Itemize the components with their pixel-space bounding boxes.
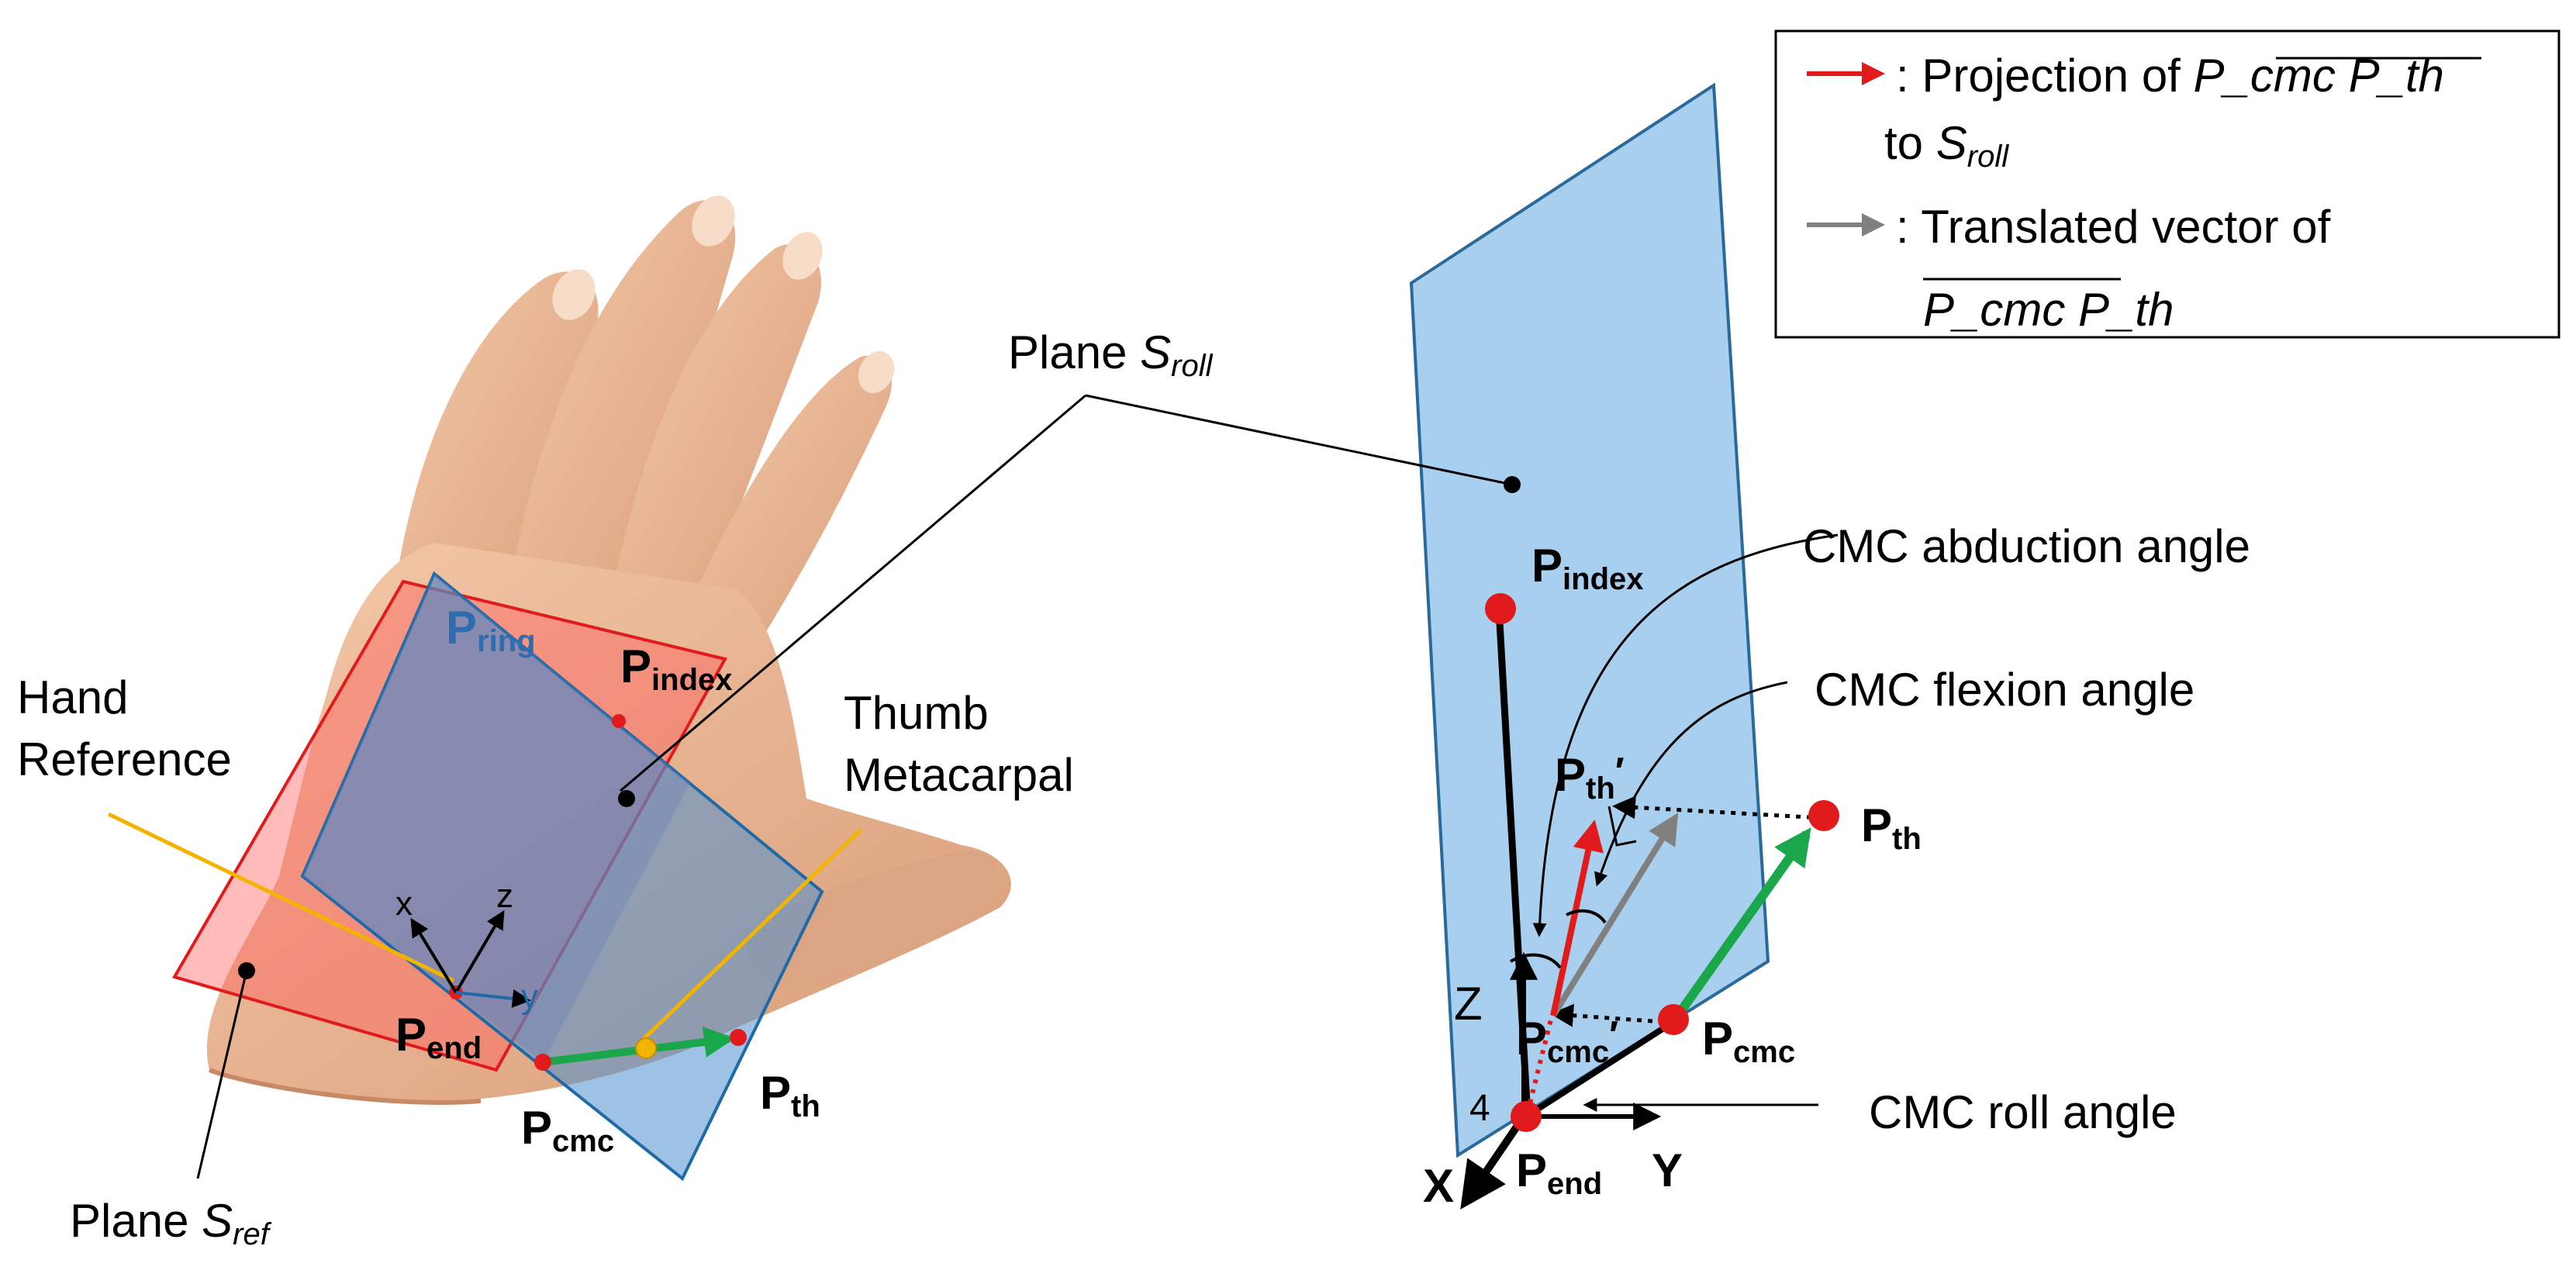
p-cmc-label-left: Pcmc xyxy=(521,1102,614,1158)
z-axis-label-left: z xyxy=(496,877,513,915)
legend-pcmc-pth-2: P_cmc P_th xyxy=(1923,284,2174,336)
thumb-metacarpal-leader xyxy=(642,828,862,1041)
plane-sroll-right xyxy=(1409,82,1770,1158)
p-cmc-dot-left xyxy=(534,1054,551,1071)
x-axis-label-left: x xyxy=(395,885,413,923)
y-axis-label-right: Y xyxy=(1652,1144,1683,1196)
p-cmc-label-right: Pcmc xyxy=(1702,1013,1795,1069)
hand-reference-label-2: Reference xyxy=(17,733,232,785)
pcmc-projection-dotted xyxy=(1550,1003,1664,1027)
p-th-dot-right xyxy=(1808,800,1839,831)
p-index-label-left: Pindex xyxy=(620,640,733,697)
plane-sroll-label: Plane Sroll xyxy=(1008,326,1214,383)
p-th-dot-left xyxy=(730,1029,747,1046)
abduction-angle-leader xyxy=(1532,533,1839,937)
sref-leader xyxy=(196,970,248,1179)
sref-dot xyxy=(238,962,255,979)
cmc-abduction-label: CMC abduction angle xyxy=(1803,520,2250,572)
p-index-dot-right xyxy=(1485,593,1516,624)
plane-sroll-hand xyxy=(300,571,824,1182)
p-index-label-right: Pindex xyxy=(1531,540,1644,596)
sroll-leader-right xyxy=(1085,394,1513,486)
flexion-angle-leader xyxy=(1594,681,1788,887)
y-axis-arrow-left xyxy=(455,989,531,1008)
y-axis-label-left: y xyxy=(521,978,538,1016)
thumb-metacarpal-label-1: Thumb xyxy=(844,687,989,739)
nail xyxy=(782,232,823,280)
translated-vector xyxy=(1550,813,1679,1018)
p-index-dot-left xyxy=(612,714,626,728)
index-finger xyxy=(682,355,892,667)
nail xyxy=(552,269,596,320)
right-angle-marker xyxy=(1607,806,1637,847)
p-th-label-left: Pth xyxy=(760,1067,820,1123)
p-cmc-dot-right xyxy=(1658,1004,1689,1035)
pend-pcmc-line xyxy=(1524,1019,1676,1120)
nail xyxy=(858,350,895,394)
flexion-arc xyxy=(1566,909,1607,924)
ring-finger xyxy=(504,200,736,637)
p-th-prime-label: Pth′ xyxy=(1555,749,1625,806)
z-axis-arrow-left xyxy=(454,909,505,994)
cmc-flexion-label: CMC flexion angle xyxy=(1815,664,2194,716)
number-4-label: 4 xyxy=(1469,1088,1490,1129)
plane-overlap xyxy=(302,574,690,1062)
p-ring-label: Pring xyxy=(446,602,536,658)
legend-translated-text: : Translated vector of xyxy=(1896,201,2331,253)
thumb xyxy=(744,851,1002,988)
x-axis-label-right: X xyxy=(1423,1160,1454,1212)
sroll-dot-left xyxy=(618,790,635,807)
plane-sref-label: Plane Sref xyxy=(70,1195,272,1251)
hand-reference-leader xyxy=(107,812,455,983)
cmc-roll-label: CMC roll angle xyxy=(1869,1086,2177,1138)
thumb-metacarpal-dot xyxy=(635,1037,657,1059)
hand-reference-label-1: Hand xyxy=(17,671,128,723)
p-cmc-prime-label: Pcmc′ xyxy=(1516,1013,1618,1069)
thumb-metacarpal-label-2: Metacarpal xyxy=(844,749,1074,801)
nail xyxy=(692,195,735,247)
sroll-dot-right xyxy=(1504,476,1521,493)
x-axis-arrow-right xyxy=(1460,1114,1528,1210)
pcmc-pth-vector xyxy=(1671,827,1811,1023)
sroll-leader-left xyxy=(620,394,1086,792)
legend: : Projection of P_cmc P_th to Sroll : Tr… xyxy=(1774,29,2560,339)
x-axis-arrow-left xyxy=(410,917,458,994)
p-end-label-left: Pend xyxy=(395,1009,482,1065)
z-axis-label-right: Z xyxy=(1454,978,1483,1030)
wrist-crease xyxy=(208,1068,482,1105)
p-end-label-right: Pend xyxy=(1516,1144,1602,1201)
projected-vector xyxy=(1550,820,1604,1016)
p-th-label-right: Pth xyxy=(1861,799,1922,856)
legend-projection-text-2: to Sroll xyxy=(1884,117,2009,174)
middle-finger xyxy=(613,243,821,636)
legend-box xyxy=(1774,29,2560,339)
pth-projection-dotted xyxy=(1612,795,1823,820)
p-end-dot-right xyxy=(1511,1101,1542,1132)
